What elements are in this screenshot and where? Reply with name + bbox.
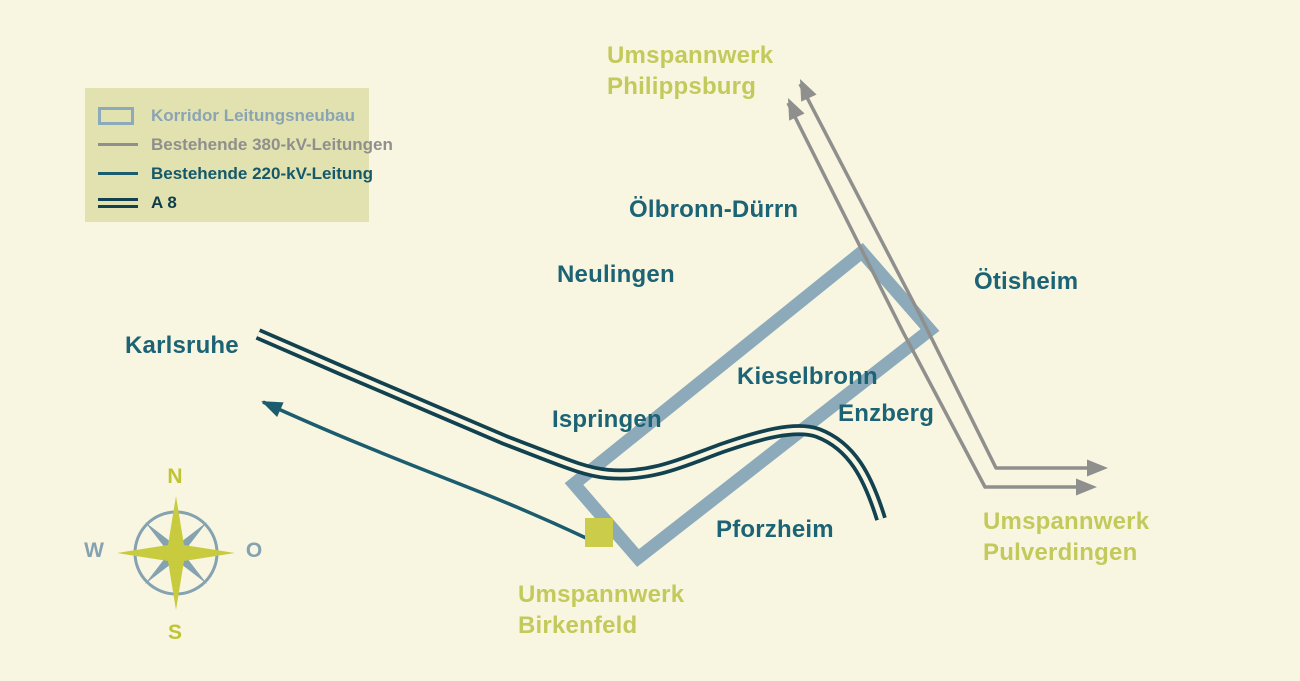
place-label-pforzheim: Pforzheim bbox=[716, 516, 834, 543]
compass-rose-icon bbox=[117, 496, 235, 610]
place-label-kieselbronn: Kieselbronn bbox=[737, 363, 878, 390]
corridor-rect-icon bbox=[98, 106, 138, 125]
legend-item-380kv: Bestehende 380-kV-Leitungen bbox=[98, 130, 393, 159]
arrow-up-left-icon bbox=[261, 401, 284, 418]
line-380kv-pulverdingen bbox=[786, 102, 1090, 489]
compass-south-label: S bbox=[167, 621, 183, 644]
place-label-oelbronn-duerrn: Ölbronn-Dürrn bbox=[629, 196, 799, 223]
a8-motorway-gap bbox=[257, 331, 884, 520]
arrow-up-icon bbox=[788, 98, 805, 121]
double-line-icon bbox=[98, 197, 138, 208]
compass-main-star bbox=[117, 496, 235, 610]
place-label-oetisheim: Ötisheim bbox=[974, 268, 1079, 295]
place-label-neulingen: Neulingen bbox=[557, 261, 675, 288]
compass-north-label: N bbox=[167, 465, 183, 488]
substation-label-pulverdingen: Umspannwerk Pulverdingen bbox=[983, 508, 1150, 566]
map-legend: Korridor Leitungsneubau Bestehende 380-k… bbox=[85, 88, 393, 222]
substation-label-birkenfeld: Umspannwerk Birkenfeld bbox=[518, 581, 685, 639]
gray-line-icon bbox=[98, 143, 138, 146]
legend-item-220kv: Bestehende 220-kV-Leitung bbox=[98, 159, 373, 188]
arrow-right-icon bbox=[1087, 459, 1108, 477]
compass-west-label: W bbox=[84, 539, 104, 562]
place-label-karlsruhe: Karlsruhe bbox=[125, 332, 239, 359]
arrow-up-icon bbox=[800, 79, 817, 102]
teal-line-icon bbox=[98, 172, 138, 175]
arrow-right-icon bbox=[1076, 478, 1097, 496]
substation-square-birkenfeld bbox=[585, 518, 613, 547]
line-220kv-birkenfeld bbox=[262, 400, 587, 540]
legend-label: Bestehende 220-kV-Leitung bbox=[151, 163, 374, 183]
substation-label-philippsburg: Umspannwerk Philippsburg bbox=[607, 42, 774, 100]
line-380kv-philippsburg bbox=[798, 83, 1100, 470]
place-label-ispringen: Ispringen bbox=[552, 406, 662, 433]
compass-east-label: O bbox=[245, 539, 263, 562]
corridor-rectangle bbox=[564, 243, 940, 567]
legend-label: A 8 bbox=[151, 192, 177, 212]
place-label-enzberg: Enzberg bbox=[838, 400, 935, 427]
legend-item-a8: A 8 bbox=[98, 188, 353, 217]
legend-label: Korridor Leitungsneubau bbox=[151, 105, 355, 125]
legend-label: Bestehende 380-kV-Leitungen bbox=[151, 134, 393, 154]
legend-item-corridor: Korridor Leitungsneubau bbox=[98, 101, 355, 130]
